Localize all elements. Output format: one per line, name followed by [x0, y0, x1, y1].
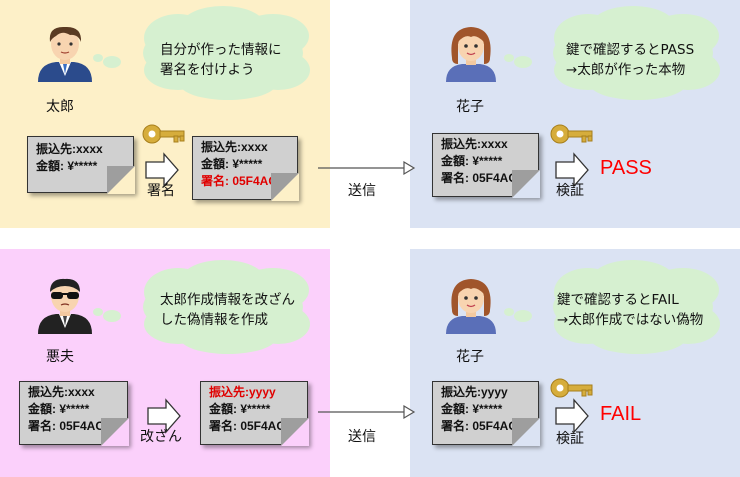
doc-amount: 金額: ¥*****	[28, 402, 90, 416]
send-label-bottom: 送信	[348, 429, 376, 445]
send-label-top: 送信	[348, 183, 376, 199]
doc-amount: 金額: ¥*****	[441, 402, 503, 416]
key-icon	[550, 124, 593, 144]
sender-name: 太郎	[46, 99, 74, 115]
villain-avatar	[37, 278, 93, 335]
receiver-name-top: 花子	[456, 99, 484, 115]
taro-avatar	[37, 26, 93, 83]
document-received-top: 振込先:xxxx 金額: ¥***** 署名: 05F4AC	[432, 133, 540, 198]
hanako-avatar-top	[445, 26, 497, 83]
attacker-name: 悪夫	[46, 349, 74, 365]
send-arrow-bottom	[318, 404, 416, 420]
thought-cloud-sender	[93, 6, 310, 100]
thought-cloud-attacker	[93, 260, 310, 354]
doc-signature: 署名: 05F4AC	[201, 174, 278, 188]
key-icon	[550, 378, 593, 398]
document-tampered: 振込先:yyyy 金額: ¥***** 署名: 05F4AC	[200, 381, 309, 446]
receiver-thought-top: 鍵で確認するとPASS →太郎が作った本物	[566, 40, 694, 80]
sign-label: 署名	[147, 183, 175, 199]
doc-amount: 金額: ¥*****	[201, 157, 263, 171]
thought-line: →太郎作成ではない偽物	[557, 312, 704, 328]
thought-line: →太郎が作った本物	[566, 62, 686, 78]
thought-line: 鍵で確認するとPASS	[566, 42, 695, 58]
doc-amount: 金額: ¥*****	[441, 154, 503, 168]
doc-amount: 金額: ¥*****	[209, 402, 271, 416]
document-copied: 振込先:xxxx 金額: ¥***** 署名: 05F4AC	[19, 381, 129, 446]
doc-recipient: 振込先:xxxx	[28, 385, 95, 399]
thought-line: 署名を付けよう	[160, 62, 255, 78]
document-original: 振込先:xxxx 金額: ¥*****	[27, 136, 135, 194]
thought-cloud-receiver-bottom	[504, 260, 720, 354]
receiver-thought-bottom: 鍵で確認するとFAIL →太郎作成ではない偽物	[557, 290, 703, 330]
doc-recipient: 振込先:xxxx	[36, 142, 103, 156]
doc-recipient: 振込先:yyyy	[441, 385, 508, 399]
verify-label-bottom: 検証	[556, 431, 584, 447]
doc-signature: 署名: 05F4AC	[441, 419, 518, 433]
attacker-thought: 太郎作成情報を改ざん した偽情報を作成	[160, 290, 295, 330]
document-signed: 振込先:xxxx 金額: ¥***** 署名: 05F4AC	[192, 136, 299, 201]
thought-line: 自分が作った情報に	[160, 42, 282, 58]
send-arrow-top	[318, 160, 416, 176]
thought-line: した偽情報を作成	[160, 312, 268, 328]
doc-signature: 署名: 05F4AC	[441, 171, 518, 185]
doc-signature: 署名: 05F4AC	[209, 419, 286, 433]
sender-thought: 自分が作った情報に 署名を付けよう	[160, 40, 282, 80]
receiver-name-bottom: 花子	[456, 349, 484, 365]
doc-amount: 金額: ¥*****	[36, 159, 98, 173]
doc-recipient: 振込先:xxxx	[201, 140, 268, 154]
doc-recipient: 振込先:xxxx	[441, 137, 508, 151]
document-received-bottom: 振込先:yyyy 金額: ¥***** 署名: 05F4AC	[432, 381, 540, 446]
key-icon	[142, 124, 185, 144]
result-pass: PASS	[600, 157, 652, 179]
hanako-avatar-bottom	[445, 278, 497, 335]
thought-line: 太郎作成情報を改ざん	[160, 292, 295, 308]
thought-cloud-receiver-top	[504, 6, 720, 100]
verify-label-top: 検証	[556, 183, 584, 199]
result-fail: FAIL	[600, 403, 642, 425]
doc-signature: 署名: 05F4AC	[28, 419, 105, 433]
thought-line: 鍵で確認するとFAIL	[557, 292, 679, 308]
tamper-label: 改ざん	[140, 429, 182, 445]
doc-recipient: 振込先:yyyy	[209, 385, 276, 399]
